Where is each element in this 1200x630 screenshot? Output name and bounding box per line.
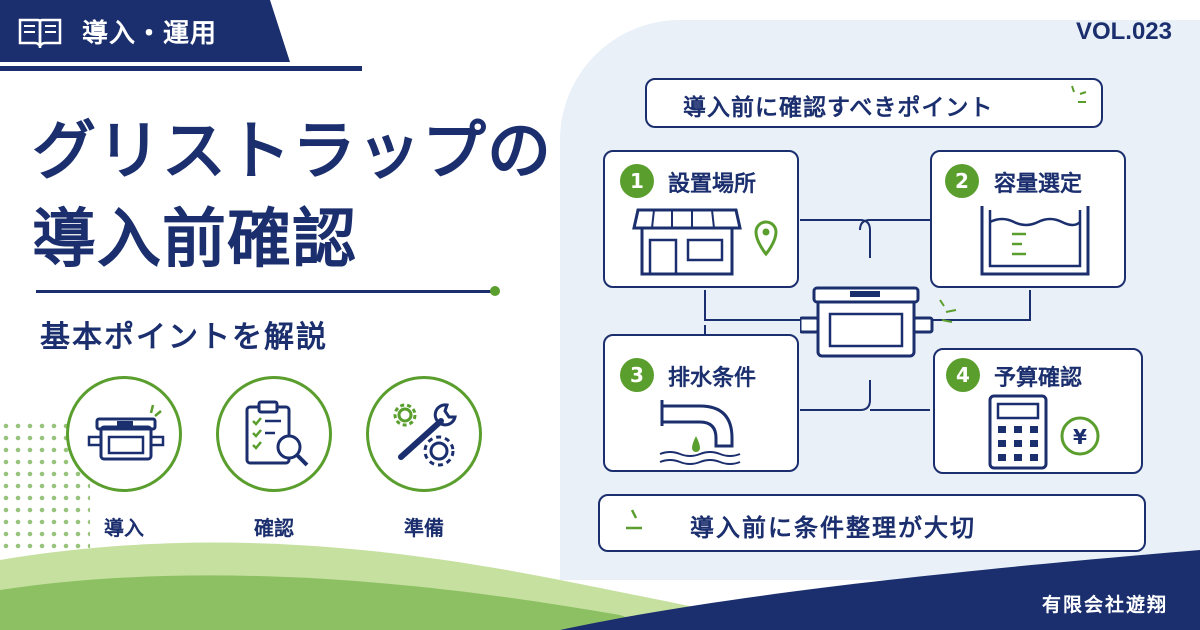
tank-capacity-icon	[980, 206, 1090, 276]
tools-gear-icon	[393, 403, 457, 467]
feature-circle-prepare	[366, 376, 482, 492]
point-label-capacity: 容量選定	[994, 172, 1083, 197]
subtitle: 基本ポイントを解説	[40, 320, 328, 355]
book-icon	[18, 18, 62, 48]
center-grease-trap-icon	[800, 286, 934, 358]
feature-label-prepare: 準備	[404, 516, 444, 540]
points-heading: 導入前に確認すべきポイント	[683, 95, 994, 121]
shop-location-icon	[632, 208, 778, 276]
conclusion-text: 導入前に条件整理が大切	[690, 514, 976, 542]
category-label: 導入・運用	[82, 19, 218, 49]
drain-pipe-icon	[659, 400, 741, 465]
sparkle-icon	[939, 299, 957, 323]
feature-label-check: 確認	[254, 516, 294, 540]
point-number-3: 3	[620, 358, 654, 392]
page-title-line2: 導入前確認	[32, 203, 357, 277]
feature-circle-check	[216, 376, 332, 492]
point-label-drainage: 排水条件	[668, 366, 757, 391]
page-title-line1: グリストラップの	[32, 115, 552, 189]
grease-trap-icon	[87, 404, 165, 461]
volume-number: VOL.023	[1075, 18, 1172, 45]
point-card-drainage	[603, 334, 799, 472]
conclusion-box	[598, 494, 1146, 552]
point-label-budget: 予算確認	[994, 366, 1083, 391]
svg-text:¥: ¥	[1073, 425, 1087, 449]
sparkle-icon	[1071, 85, 1087, 103]
feature-label-install: 導入	[104, 516, 144, 540]
clipboard-search-icon	[245, 400, 309, 467]
sparkle-icon	[626, 509, 642, 530]
feature-circle-install	[66, 376, 182, 492]
point-number-1: 1	[620, 164, 654, 198]
point-number-2: 2	[945, 164, 979, 198]
company-name: 有限会社遊翔	[1041, 594, 1168, 616]
category-underline	[0, 66, 362, 71]
point-number-4: 4	[946, 358, 980, 392]
points-heading-box	[645, 78, 1103, 128]
bottom-wave-decoration	[0, 542, 1200, 630]
title-divider-dot	[490, 286, 500, 296]
calculator-yen-icon: ¥	[988, 394, 1100, 470]
point-label-location: 設置場所	[668, 172, 757, 197]
title-divider	[36, 290, 491, 293]
